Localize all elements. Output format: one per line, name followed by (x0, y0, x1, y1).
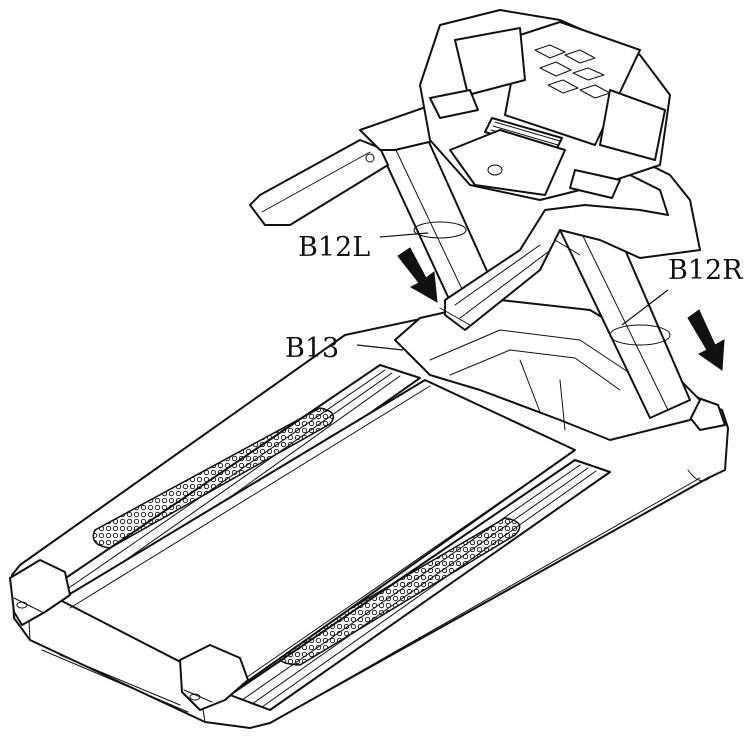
callout-b12r: B12R (621, 255, 743, 371)
running-belt (59, 379, 576, 691)
leader-b12l (379, 232, 429, 238)
arrow-b12l (397, 247, 438, 303)
label-b12r: B12R (668, 255, 743, 286)
console (419, 9, 671, 201)
side-rail-left (47, 364, 421, 611)
leader-b12r (621, 289, 669, 326)
callout-b13: B13 (285, 333, 404, 364)
arrow-b12r (687, 309, 725, 371)
side-rail-right (229, 459, 611, 711)
label-b13: B13 (285, 333, 339, 364)
leader-b13 (356, 344, 404, 351)
label-b12l: B12L (298, 232, 370, 263)
callout-b12l: B12L (298, 232, 438, 303)
